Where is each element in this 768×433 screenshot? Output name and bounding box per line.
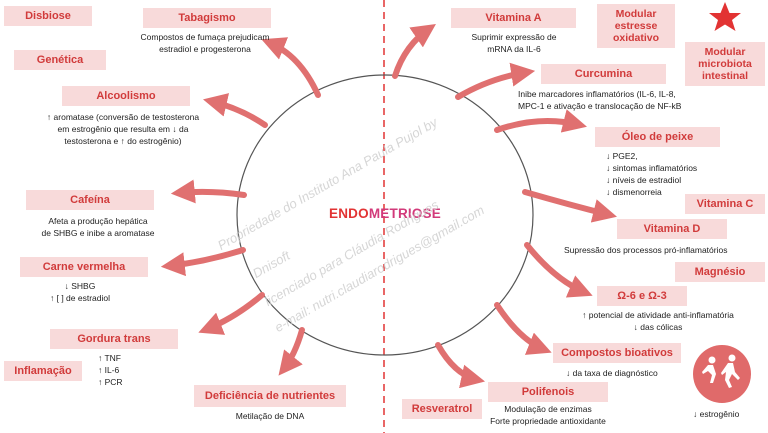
polifenois-desc: Modulação de enzimas Forte propriedade a… (478, 404, 618, 428)
polifenois-desc-line1: Modulação de enzimas (504, 404, 592, 414)
arrow-carne (160, 247, 246, 277)
oleo-desc-line4: ↓ dismenorreia (606, 186, 662, 197)
vitamina-a-desc-line1: Suprimir expressão de (471, 32, 557, 42)
arrow-compostos (494, 302, 552, 355)
compostos-bioativos-box: Compostos bioativos (553, 343, 681, 363)
alcoolismo-box: Alcoolismo (62, 86, 190, 106)
vitamina-d-desc: Supressão dos processos pró-inflamatório… (564, 245, 728, 255)
runners-figures (702, 354, 740, 388)
curcumina-desc: Inibe marcadores inflamatórios (IL-6, IL… (518, 89, 718, 113)
gordura-desc-line1: ↑ TNF (98, 353, 121, 363)
disbiose-box: Disbiose (4, 6, 92, 26)
vitamina-a-box: Vitamina A (451, 8, 576, 28)
modular-microbiota-box: Modular microbiota intestinal (685, 42, 765, 86)
magnesio-box: Magnésio (675, 262, 765, 282)
cafeina-box: Cafeína (26, 190, 154, 210)
center-title: ENDOMETRIOSE (320, 206, 450, 221)
omega-box: Ω-6 e Ω-3 (597, 286, 687, 306)
carne-desc-line2: ↑ [ ] de estradiol (49, 292, 110, 303)
arrow-vitamina-a (392, 23, 436, 79)
tabagismo-desc: Compostos de fumaça prejudicam estradiol… (110, 32, 300, 56)
alcoolismo-desc-line2: em estrogênio que resulta em ↓ da (57, 123, 189, 134)
curcumina-desc-line1: Inibe marcadores inflamatórios (IL-6, IL… (518, 89, 676, 99)
deficiencia-desc: Metilação de DNA (235, 411, 305, 421)
tabagismo-desc-line2: estradiol e progesterona (159, 43, 251, 54)
arrow-curcumina (455, 62, 536, 100)
curcumina-desc-line2: MPC-1 e ativação e translocação de NF-kB (518, 100, 682, 111)
genetica-box: Genética (14, 50, 106, 70)
cafeina-desc: Afeta a produção hepática de SHBG e inib… (8, 216, 188, 240)
gordura-trans-box: Gordura trans (50, 329, 178, 349)
polifenois-desc-line2: Forte propriedade antioxidante (490, 415, 606, 426)
vitamina-a-desc-line2: mRNA da IL-6 (487, 43, 541, 54)
arrow-vitamina-d (522, 189, 617, 223)
arrow-cafeina (170, 179, 247, 204)
arrow-polifenois (435, 342, 486, 389)
tabagismo-box: Tabagismo (143, 8, 271, 28)
carne-desc-line1: ↓ SHBG (64, 281, 96, 291)
vitamina-a-desc: Suprimir expressão de mRNA da IL-6 (440, 32, 588, 56)
central-ellipse (236, 74, 534, 356)
center-title-part1: ENDO (329, 206, 369, 221)
alcoolismo-desc-line1: ↑ aromatase (conversão de testosterona (46, 112, 200, 122)
tabagismo-desc-line1: Compostos de fumaça prejudicam (140, 32, 270, 42)
cafeina-desc-line2: de SHBG e inibe a aromatase (41, 227, 155, 238)
oleo-de-peixe-box: Óleo de peixe (595, 127, 720, 147)
carne-desc: ↓ SHBG ↑ [ ] de estradiol (30, 281, 130, 305)
polifenois-box: Polifenois (488, 382, 608, 402)
arrow-tabagismo (261, 37, 321, 98)
alcoolismo-desc-line3: testosterona e ↑ do estrogênio) (64, 135, 182, 146)
star-icon (709, 2, 741, 31)
carne-vermelha-box: Carne vermelha (20, 257, 148, 277)
gordura-desc-line3: ↑ PCR (98, 376, 123, 387)
arrow-gordura (198, 292, 265, 335)
oleo-desc-line1: ↓ PGE2, (606, 151, 638, 161)
vitamina-d-box: Vitamina D (617, 219, 727, 239)
exercicio-desc: ↓ estrogênio (693, 409, 740, 419)
inflamacao-box: Inflamação (4, 361, 82, 381)
arrow-alcoolismo (202, 93, 268, 128)
compostos-desc: ↓ da taxa de diagnóstico (566, 368, 658, 378)
omega-desc-line1: ↑ potencial de atividade anti-inflamatór… (582, 310, 734, 320)
arrow-deficiencia (278, 327, 305, 376)
alcoolismo-desc: ↑ aromatase (conversão de testosterona e… (8, 112, 238, 148)
cafeina-desc-line1: Afeta a produção hepática (48, 216, 148, 226)
arrow-oleo (494, 109, 587, 133)
curcumina-box: Curcumina (541, 64, 666, 84)
resveratrol-box: Resveratrol (402, 399, 482, 419)
oleo-desc-line2: ↓ sintomas inflamatórios (606, 162, 698, 173)
arrow-omega (524, 242, 593, 298)
center-title-part2: METRIOSE (368, 206, 441, 221)
oleo-desc-line3: ↓ níveis de estradiol (606, 174, 682, 185)
gordura-desc-line2: ↑ IL-6 (98, 364, 120, 375)
deficiencia-box: Deficiência de nutrientes (194, 385, 346, 407)
vitamina-c-box: Vitamina C (685, 194, 765, 214)
modular-estresse-box: Modular estresse oxidativo (597, 4, 675, 48)
omega-desc: ↑ potencial de atividade anti-inflamatór… (556, 310, 760, 334)
oleo-desc: ↓ PGE2, ↓ sintomas inflamatórios ↓ nívei… (606, 151, 726, 199)
omega-desc-line2: ↓ das cólicas (633, 321, 683, 332)
gordura-desc: ↑ TNF ↑ IL-6 ↑ PCR (98, 353, 158, 389)
